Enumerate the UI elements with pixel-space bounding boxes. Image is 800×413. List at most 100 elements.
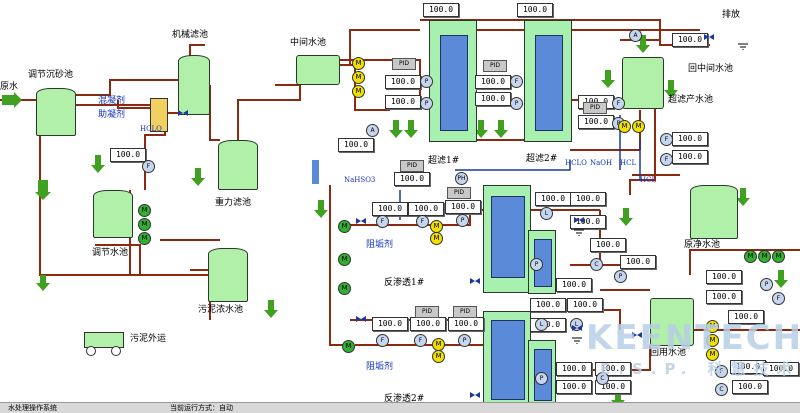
ro1-unit[interactable] [483,185,531,293]
coag-reactor[interactable] [150,98,168,132]
value-display[interactable]: 100.0 [410,317,446,331]
reuse-water-tank[interactable] [650,298,694,346]
value-display[interactable]: 100.0 [475,92,511,106]
value-display[interactable]: 100.0 [590,238,626,252]
pressure-p[interactable]: P [760,278,773,291]
valve-icon[interactable] [470,390,480,400]
value-display[interactable]: 100.0 [110,148,146,162]
value-display[interactable]: 100.0 [672,150,708,164]
flow-f[interactable]: F [772,292,785,305]
conductivity-c[interactable]: C [715,383,728,396]
valve-icon[interactable] [632,330,642,340]
pump-motor[interactable]: M [632,120,645,133]
pump-motor[interactable]: M [706,348,719,361]
flow-f[interactable]: F [510,75,523,88]
value-display[interactable]: 100.0 [517,3,553,17]
value-display[interactable]: 100.0 [394,172,430,186]
pressure-p[interactable]: P [420,97,433,110]
pump-motor[interactable]: M [352,71,365,84]
uf1-unit[interactable] [429,20,477,142]
pump-motor[interactable]: M [758,250,771,263]
pid-block[interactable]: PID [483,60,507,72]
pump-motor[interactable]: M [744,250,757,263]
value-display[interactable]: 100.0 [570,215,606,229]
pressure-p[interactable]: P [530,258,543,271]
valve-icon[interactable] [356,216,366,226]
flow-f[interactable]: F [612,97,625,110]
value-display[interactable]: 100.0 [423,3,459,17]
value-display[interactable]: 100.0 [556,278,592,292]
value-display[interactable]: 100.0 [578,115,614,129]
value-display[interactable]: 100.0 [672,132,708,146]
ro2-unit[interactable] [483,311,531,409]
uf2-unit[interactable] [524,20,572,142]
pump-motor[interactable]: M [618,120,631,133]
value-display[interactable]: 100.0 [730,360,766,374]
pump-motor[interactable]: M [706,334,719,347]
flow-f[interactable]: F [414,334,427,347]
pid-block[interactable]: PID [392,58,416,70]
level-l[interactable]: L [540,207,553,220]
pid-block[interactable]: PID [447,187,471,199]
pump-motor[interactable]: M [138,218,151,231]
pump-motor[interactable]: M [342,340,355,353]
flow-f[interactable]: F [660,153,673,166]
value-display[interactable]: 100.0 [448,317,484,331]
ro2-unit-b[interactable] [528,340,556,408]
level-l[interactable]: L [535,318,548,331]
pid-block[interactable]: PID [453,306,477,318]
flow-f[interactable]: F [660,133,673,146]
valve-icon[interactable] [572,323,582,333]
pump-motor[interactable]: M [706,320,719,333]
flow-f[interactable]: F [715,365,728,378]
pressure-p[interactable]: P [456,214,469,227]
value-display[interactable]: 100.0 [556,380,592,394]
pid-block[interactable]: PID [415,306,439,318]
valve-icon[interactable] [356,314,366,324]
value-display[interactable]: 100.0 [728,310,764,324]
value-display[interactable]: 100.0 [372,317,408,331]
pump-motor[interactable]: M [338,220,351,233]
value-display[interactable]: 100.0 [385,75,421,89]
pump-motor[interactable]: M [138,232,151,245]
pressure-p[interactable]: P [458,334,471,347]
mid-water-tank[interactable] [296,55,340,85]
value-display[interactable]: 100.0 [556,362,592,376]
value-display[interactable]: 100.0 [706,290,742,304]
valve-icon[interactable] [178,108,188,118]
value-display[interactable]: 100.0 [570,192,606,206]
flow-f[interactable]: F [376,334,389,347]
value-display[interactable]: 100.0 [567,298,603,312]
pump-motor[interactable]: M [338,253,351,266]
flow-f[interactable]: F [142,160,155,173]
pump-motor[interactable]: M [338,282,351,295]
value-display[interactable]: 100.0 [535,192,571,206]
value-display[interactable]: 100.0 [530,298,566,312]
value-display[interactable]: 100.0 [475,75,511,89]
pump-motor[interactable]: M [432,350,445,363]
pressure-p[interactable]: P [420,75,433,88]
pid-block[interactable]: PID [583,102,607,114]
conductivity-c[interactable]: C [590,258,603,271]
ph-meter[interactable]: PH [455,172,468,185]
pressure-p[interactable]: P [510,97,523,110]
valve-icon[interactable] [574,215,584,225]
value-display[interactable]: 100.0 [763,362,799,376]
conductivity-c[interactable]: C [596,372,609,385]
value-display[interactable]: 100.0 [408,202,444,216]
value-display[interactable]: 100.0 [338,138,374,152]
pump-motor[interactable]: M [352,57,365,70]
pid-block[interactable]: PID [400,160,424,172]
reg-water-tank[interactable] [93,190,133,238]
pump-motor[interactable]: M [352,85,365,98]
pump-motor[interactable]: M [772,250,785,263]
mech-filter-tank[interactable] [178,55,210,115]
pure-water-tank[interactable] [690,185,738,239]
flow-f[interactable]: F [416,215,429,228]
value-display[interactable]: 100.0 [732,380,768,394]
pump-motor[interactable]: M [138,204,151,217]
value-display[interactable]: 100.0 [445,200,481,214]
valve-icon[interactable] [704,32,714,42]
valve-icon[interactable] [470,276,480,286]
pump-motor[interactable]: M [430,232,443,245]
